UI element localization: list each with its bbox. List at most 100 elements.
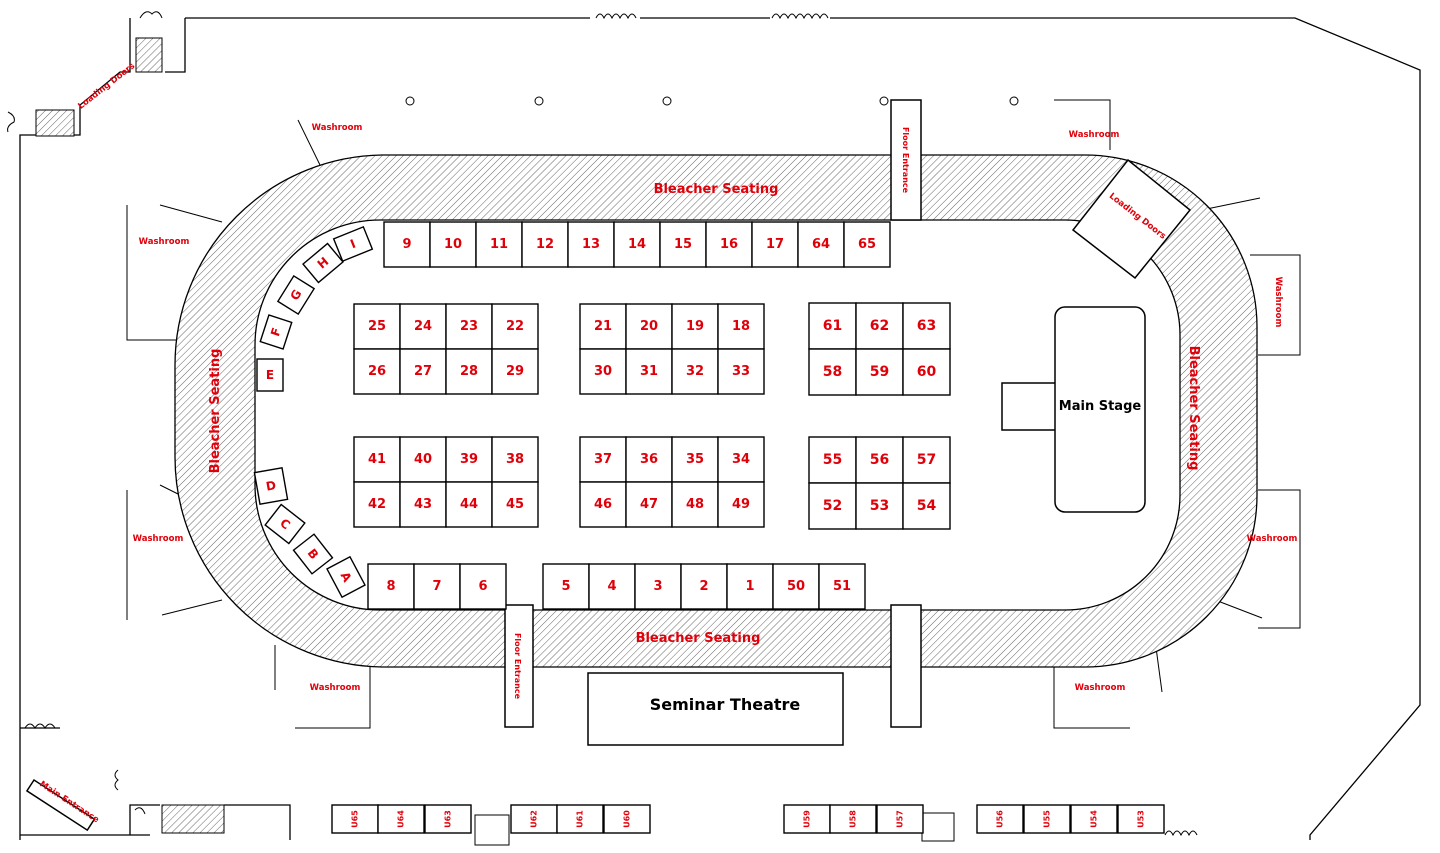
booth[interactable]: U63	[424, 804, 472, 834]
booth[interactable]: 34	[717, 436, 765, 483]
booth[interactable]: 9	[383, 221, 431, 268]
booth-box[interactable]	[902, 302, 951, 350]
booth-box[interactable]	[491, 348, 539, 395]
booth[interactable]: U56	[976, 804, 1024, 834]
booth[interactable]: 27	[399, 348, 447, 395]
booth[interactable]: 19	[671, 303, 719, 350]
booth[interactable]: U64	[377, 804, 425, 834]
booth-box[interactable]	[671, 481, 719, 528]
booth-box[interactable]	[808, 302, 857, 350]
booth-box[interactable]	[717, 303, 765, 350]
booth-box[interactable]	[625, 481, 673, 528]
booth-box[interactable]	[855, 348, 904, 396]
booth[interactable]: U60	[603, 804, 651, 834]
booth-box[interactable]	[797, 221, 845, 268]
booth[interactable]: 3	[634, 563, 682, 610]
booth[interactable]: D	[253, 467, 289, 505]
booth-box[interactable]	[588, 563, 636, 610]
booth[interactable]: 2	[680, 563, 728, 610]
booth-box[interactable]	[772, 563, 820, 610]
booth[interactable]: 18	[717, 303, 765, 350]
booth-box[interactable]	[705, 221, 753, 268]
booth-box[interactable]	[625, 348, 673, 395]
booth-box[interactable]	[625, 436, 673, 483]
booth[interactable]: 44	[445, 481, 493, 528]
booth[interactable]: 8	[367, 563, 415, 610]
booth-box[interactable]	[671, 436, 719, 483]
booth[interactable]: A	[326, 555, 366, 599]
booth[interactable]: 62	[855, 302, 904, 350]
booth[interactable]: 26	[353, 348, 401, 395]
booth-box[interactable]	[855, 302, 904, 350]
booth[interactable]: U53	[1117, 804, 1165, 834]
booth[interactable]: U57	[876, 804, 924, 834]
booth-box[interactable]	[332, 225, 374, 263]
booth[interactable]: 15	[659, 221, 707, 268]
booth-box[interactable]	[353, 303, 401, 350]
booth-box[interactable]	[634, 563, 682, 610]
booth-box[interactable]	[459, 563, 507, 610]
booth[interactable]: 41	[353, 436, 401, 483]
booth[interactable]: 49	[717, 481, 765, 528]
booth[interactable]: 46	[579, 481, 627, 528]
booth-box[interactable]	[353, 481, 401, 528]
booth-box[interactable]	[264, 503, 306, 545]
booth[interactable]: 11	[475, 221, 523, 268]
booth-box[interactable]	[843, 221, 891, 268]
booth[interactable]: 54	[902, 482, 951, 530]
booth[interactable]: U54	[1070, 804, 1118, 834]
booth-box[interactable]	[818, 563, 866, 610]
booth-box[interactable]	[717, 348, 765, 395]
booth-box[interactable]	[625, 303, 673, 350]
booth[interactable]: 31	[625, 348, 673, 395]
booth-box[interactable]	[829, 804, 877, 834]
booth[interactable]: 17	[751, 221, 799, 268]
booth-box[interactable]	[399, 436, 447, 483]
booth[interactable]: 64	[797, 221, 845, 268]
booth[interactable]: 53	[855, 482, 904, 530]
booth[interactable]: 13	[567, 221, 615, 268]
booth[interactable]: 30	[579, 348, 627, 395]
booth-box[interactable]	[783, 804, 831, 834]
booth[interactable]: 28	[445, 348, 493, 395]
booth-box[interactable]	[671, 348, 719, 395]
booth-box[interactable]	[976, 804, 1024, 834]
booth-box[interactable]	[424, 804, 472, 834]
booth[interactable]: G	[276, 274, 316, 316]
booth[interactable]: 65	[843, 221, 891, 268]
booth-box[interactable]	[276, 274, 316, 316]
booth-box[interactable]	[399, 348, 447, 395]
booth[interactable]: E	[256, 358, 284, 392]
booth[interactable]: 7	[413, 563, 461, 610]
booth-box[interactable]	[491, 303, 539, 350]
booth-box[interactable]	[1023, 804, 1071, 834]
booth[interactable]: 6	[459, 563, 507, 610]
booth-box[interactable]	[603, 804, 651, 834]
booth[interactable]: 12	[521, 221, 569, 268]
booth-box[interactable]	[413, 563, 461, 610]
booth[interactable]: 14	[613, 221, 661, 268]
booth[interactable]: 63	[902, 302, 951, 350]
booth-box[interactable]	[259, 314, 293, 350]
booth-box[interactable]	[326, 555, 366, 599]
booth[interactable]: 1	[726, 563, 774, 610]
booth-box[interactable]	[256, 358, 284, 392]
booth[interactable]: 16	[705, 221, 753, 268]
booth-box[interactable]	[383, 221, 431, 268]
booth[interactable]: 23	[445, 303, 493, 350]
booth[interactable]: 29	[491, 348, 539, 395]
booth[interactable]: 47	[625, 481, 673, 528]
booth[interactable]: 56	[855, 436, 904, 484]
booth-box[interactable]	[613, 221, 661, 268]
booth-box[interactable]	[902, 348, 951, 396]
booth[interactable]: 4	[588, 563, 636, 610]
booth-box[interactable]	[1070, 804, 1118, 834]
booth[interactable]: U59	[783, 804, 831, 834]
booth-box[interactable]	[491, 481, 539, 528]
booth-box[interactable]	[556, 804, 604, 834]
booth-box[interactable]	[1117, 804, 1165, 834]
booth[interactable]: 57	[902, 436, 951, 484]
booth-box[interactable]	[751, 221, 799, 268]
booth[interactable]: 37	[579, 436, 627, 483]
booth[interactable]: 39	[445, 436, 493, 483]
